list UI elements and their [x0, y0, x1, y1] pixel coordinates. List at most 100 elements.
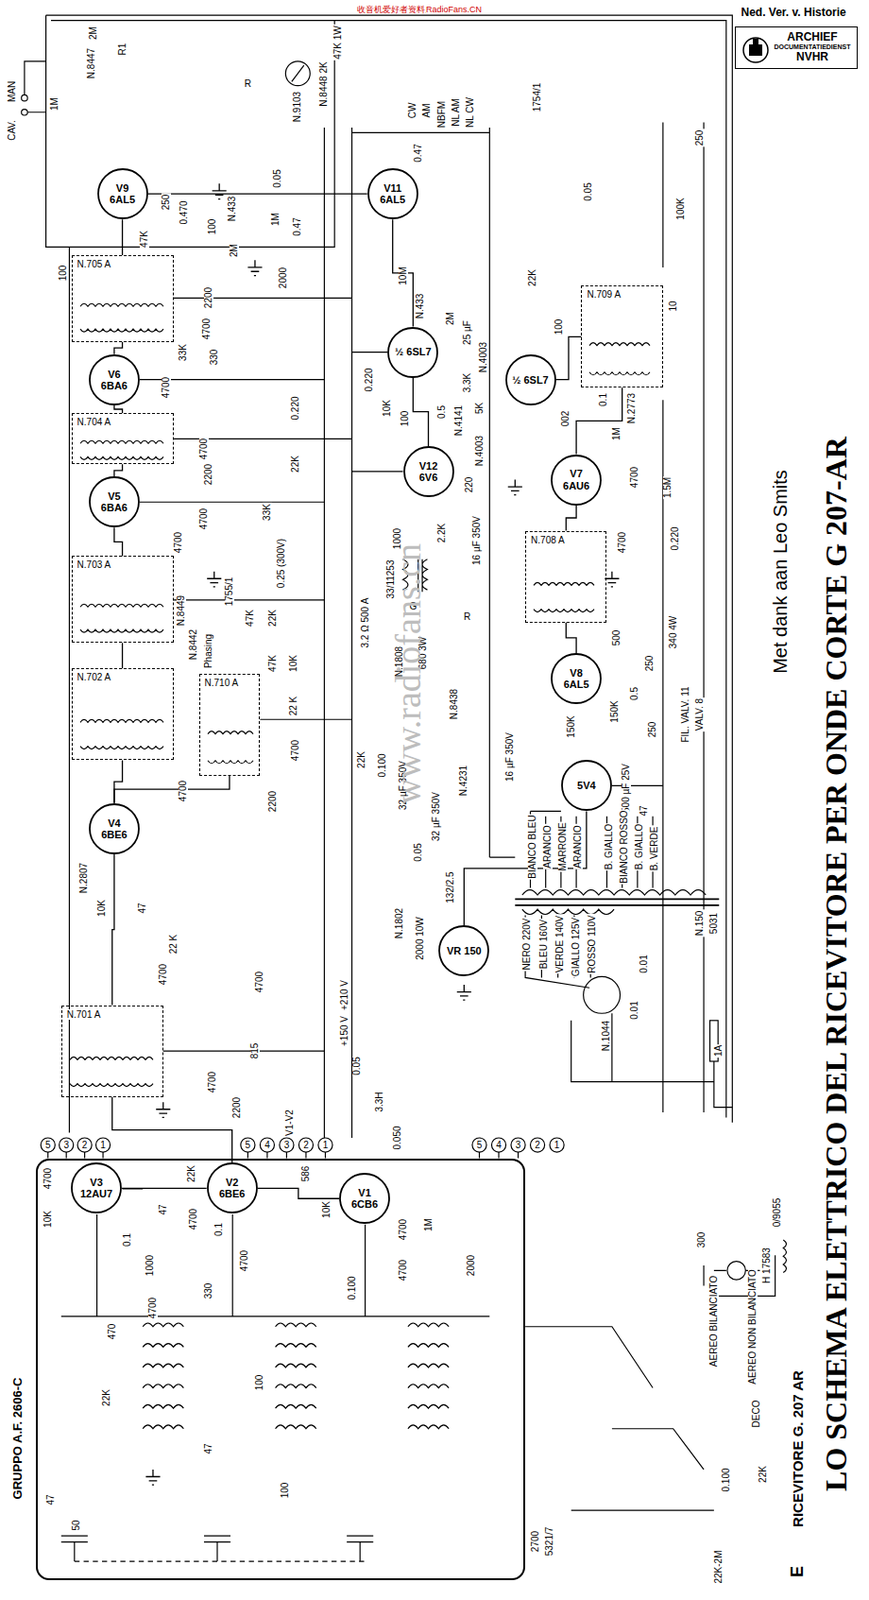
signal-wire: [257, 1187, 340, 1198]
mains-wire: [571, 1012, 733, 1107]
signal-wire: [412, 377, 428, 446]
component-value: 1.5M: [663, 476, 673, 499]
component-value: 10M: [398, 265, 409, 286]
switch-contact: [21, 94, 28, 101]
component-value: 47K: [245, 608, 256, 628]
signal-wire: [114, 527, 123, 556]
component-value: 002: [561, 408, 571, 427]
component-value: 1M: [612, 425, 622, 442]
component-value: 0.47: [292, 216, 303, 237]
transformer-winding: [522, 908, 614, 914]
terminal-number: 4: [263, 1140, 272, 1150]
coil-drawing: [62, 1005, 165, 1098]
terminal-number: 1: [553, 1140, 562, 1150]
tube-label: 6BA6: [101, 501, 128, 513]
tube-label: V8: [569, 666, 582, 679]
component-value: 4700: [188, 1207, 199, 1230]
component-value: R: [243, 79, 253, 89]
component-value: 4700: [148, 1295, 158, 1319]
component-value: 4700: [173, 530, 184, 554]
if-transformer: N.709 A: [580, 285, 663, 388]
terminal: [259, 1137, 274, 1152]
component-value: 250: [645, 654, 655, 673]
signal-wire: [555, 336, 581, 379]
note-text: Met dank aan Leo Smits: [770, 468, 790, 675]
signal-wire: [565, 505, 577, 531]
component-value: 33K: [178, 342, 188, 362]
component-value: 1A: [714, 1043, 724, 1057]
component-value: 0.05: [352, 1056, 362, 1076]
component-value: N.4231: [459, 764, 469, 797]
tube-label: 6BE6: [101, 828, 128, 840]
component-value: CW: [408, 101, 418, 120]
component-value: 1M: [50, 96, 60, 112]
coil-symbol: [589, 342, 650, 346]
tube-circle: [71, 1162, 121, 1212]
component-value: 300: [697, 1230, 707, 1249]
component-value: R: [462, 612, 472, 622]
component-value: NERO 220V: [522, 916, 532, 971]
component-value: 2200: [268, 789, 278, 813]
component-value: N.8442: [188, 628, 199, 661]
transformer-label: N.710 A: [204, 677, 240, 688]
component-value: 0.05: [583, 181, 594, 202]
component-value: 2200: [204, 286, 214, 309]
component-value: 2200: [232, 1094, 242, 1118]
tube-circle: [388, 327, 438, 377]
component-value: 4700: [207, 1069, 218, 1092]
vacuum-tube: V56BA6: [88, 476, 140, 528]
signal-wire: [121, 642, 123, 668]
tube-circle: [562, 760, 612, 810]
component-value: 1754/1: [532, 81, 543, 113]
terminal-number: 2: [302, 1140, 310, 1150]
signal-wire: [121, 219, 123, 256]
component-value: 32 µF 350V: [431, 790, 442, 842]
coil-symbol: [69, 1082, 154, 1086]
coil-symbol: [533, 581, 595, 585]
note-text: E: [788, 1564, 806, 1578]
component-value: 10K: [322, 1199, 332, 1219]
vacuum-tube: V86AL5: [550, 652, 602, 704]
component-value: 4700: [199, 437, 209, 461]
transformer-label: N.702 A: [76, 671, 113, 682]
watermark: RadioFans.CN: [425, 4, 483, 14]
component-value: 47: [137, 901, 148, 914]
component-value: 1M: [271, 211, 281, 227]
watermark: 收音机爱好者资料库: [356, 4, 435, 14]
tube-circle: [98, 169, 148, 219]
component-value: 0.1: [122, 1231, 133, 1247]
component-value: 0.01: [630, 999, 640, 1020]
component-value: H 17583: [762, 1245, 772, 1284]
component-value: N.433: [415, 292, 426, 321]
tube-label: V7: [569, 467, 582, 479]
terminal-number: 5: [44, 1140, 52, 1150]
tube-label: V4: [107, 817, 120, 829]
wire-group: [21, 15, 787, 1561]
component-value: 2000 10W: [415, 916, 426, 962]
component-value: 0.100: [347, 1274, 358, 1300]
vacuum-tube: V76AU6: [550, 454, 602, 506]
tube-label: V1: [357, 1186, 371, 1198]
coil-drawing: [581, 286, 664, 389]
meter-symbol: [285, 61, 310, 86]
tube-label: ½ 6SL7: [511, 374, 549, 386]
tube-label: ½ 6SL7: [394, 345, 432, 358]
component-value: 25 µF: [462, 319, 473, 346]
component-value: 16 µF 350V: [472, 514, 482, 566]
vacuum-tube: V46BE6: [88, 802, 140, 854]
component-value: +150 V: [340, 1014, 350, 1047]
component-value: 0.100: [721, 1465, 732, 1492]
cable-wire: [352, 122, 705, 1112]
component-value: 5K: [475, 401, 485, 415]
component-value: N.433: [227, 195, 238, 223]
component-value: 5321/7: [545, 1524, 555, 1556]
component-value: 22K: [187, 1163, 197, 1183]
component-value: NBFM: [437, 100, 447, 129]
component-value: 0.01: [639, 954, 649, 974]
component-value: 0.100: [377, 751, 388, 778]
component-value: N.2807: [79, 861, 89, 894]
coil-symbol: [533, 608, 595, 612]
terminal: [318, 1137, 333, 1152]
title: LO SCHEMA ELETTRICO DEL RICEVITORE PER O…: [820, 437, 852, 1492]
component-value: 100: [280, 1480, 290, 1499]
